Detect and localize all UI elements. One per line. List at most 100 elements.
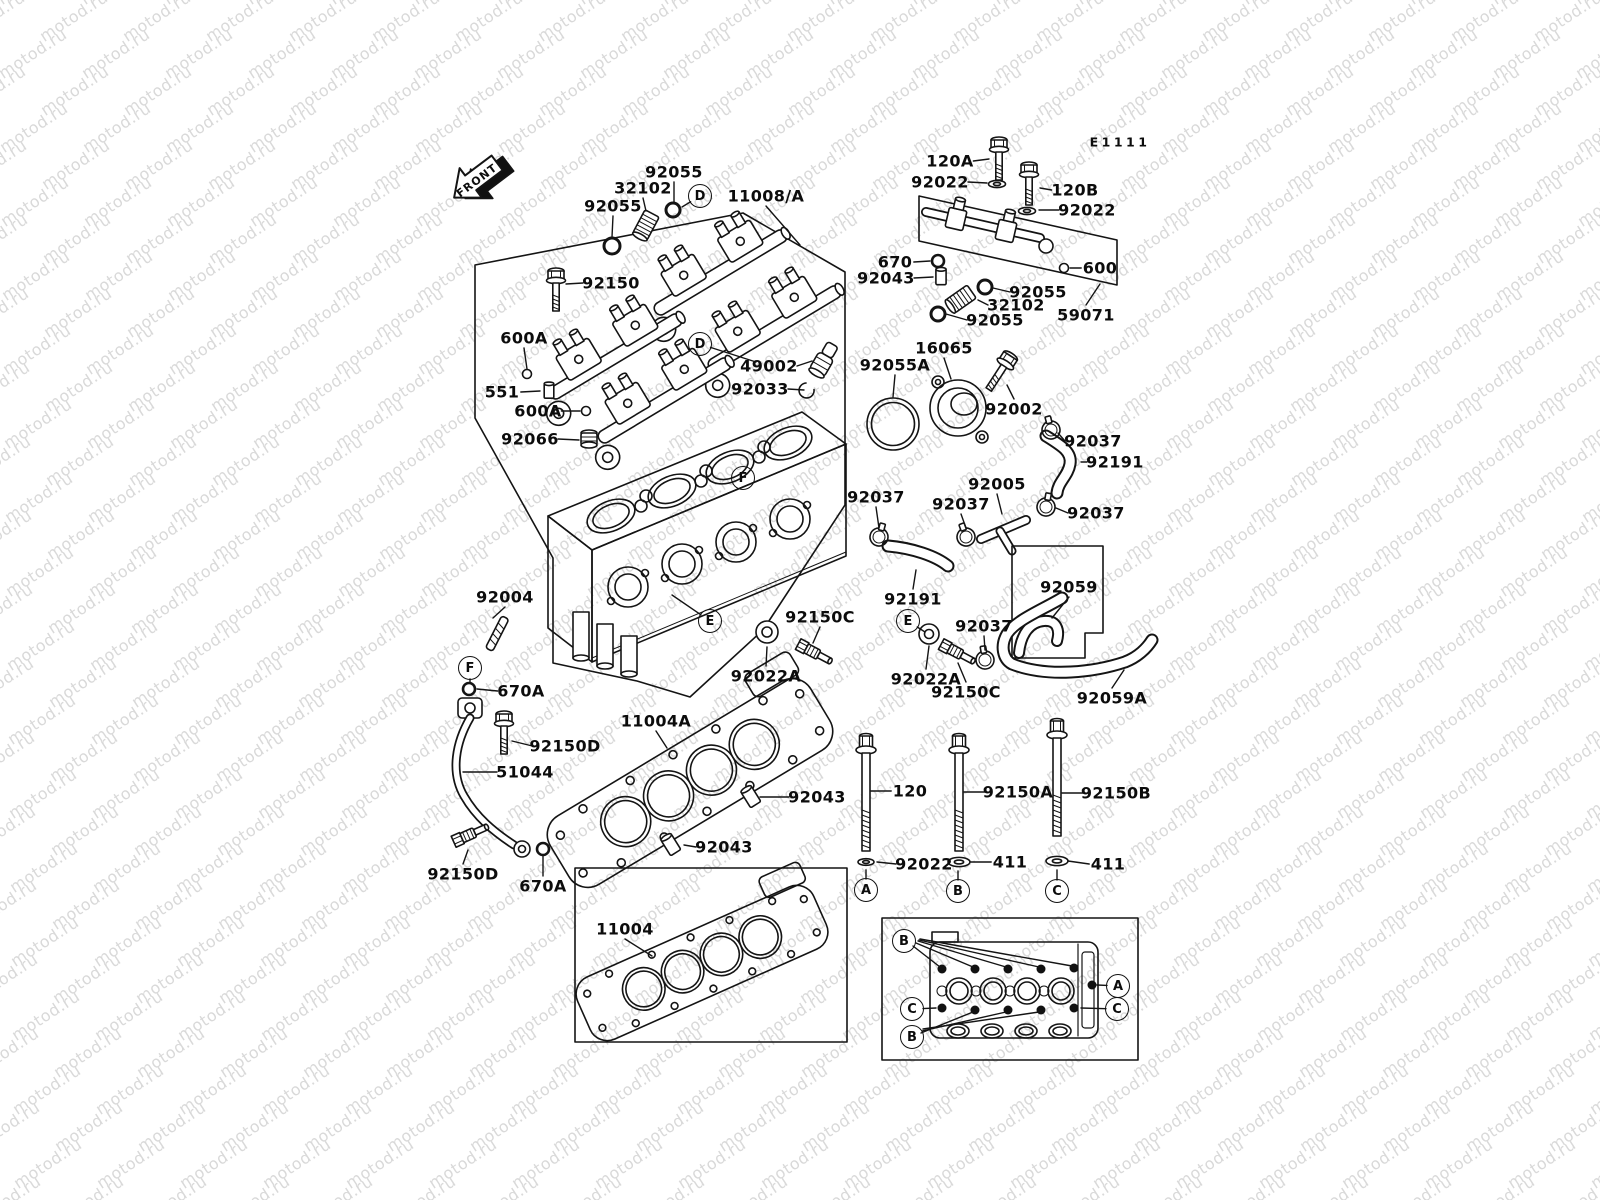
part-label-92055: 92055 [966,310,1024,330]
view-callout-a-6: A [854,878,878,902]
cap-92066 [581,430,597,448]
leader-line [917,627,925,632]
part-label-92043: 92043 [857,268,915,288]
part-label-670a: 670A [497,681,545,701]
leader-line [521,391,540,392]
leader-line [877,862,896,864]
leader-line [1081,1008,1106,1009]
leader-line [926,646,929,669]
leader-line [944,358,951,379]
leader-line [477,689,498,691]
part-label-32102: 32102 [987,295,1045,315]
view-callout-a-12: A [1106,974,1130,998]
leader-line [973,159,989,161]
leader-line [993,288,1010,292]
leader-line [919,940,1039,967]
part-label-600: 600 [1082,258,1118,278]
hose-92191-top [1046,436,1070,493]
part-label-92033: 92033 [731,379,789,399]
part-label-120b: 120B [1051,180,1099,200]
leader-line [1058,433,1065,441]
leader-line [918,941,1006,967]
part-label-551: 551 [484,382,520,402]
leader-line [766,647,767,666]
stud-92004 [485,616,508,652]
view-callout-e-3: E [698,609,722,633]
grommet-92022a-right [919,624,939,644]
t-fitting-92005 [981,520,1026,551]
part-label-49002: 49002 [740,356,798,376]
part-label-92037: 92037 [955,616,1013,636]
oring-92055a [867,398,919,450]
part-label-92043: 92043 [695,837,753,857]
leader-line [1056,508,1068,513]
part-label-92037: 92037 [1064,431,1122,451]
part-label-92059: 92059 [1040,577,1098,597]
leader-line [946,314,967,320]
clip-92033 [799,383,814,398]
view-callout-d-0: D [688,184,712,208]
leader-line [978,300,988,305]
part-label-92022a: 92022A [890,669,962,689]
leader-line [876,507,879,528]
part-label-11004: 11004 [596,919,654,939]
part-label-600a: 600A [514,401,562,421]
part-label-120: 120 [892,781,928,801]
leader-line [1068,861,1089,864]
part-label-92150b: 92150B [1080,783,1152,803]
part-label-92022: 92022 [1058,200,1116,220]
leader-line [463,850,468,864]
view-callout-f-4: F [458,656,482,680]
part-label-92002: 92002 [985,399,1043,419]
leader-line [512,741,532,746]
part-label-e1111: E1111 [1089,134,1151,150]
leader-line [958,663,966,682]
view-callout-c-10: C [900,997,924,1021]
oil-pipe-51044 [450,683,549,857]
leader-line [813,627,820,643]
part-label-92059a: 92059A [1076,688,1148,708]
part-label-600a: 600A [500,328,548,348]
pipe-59071-outline [919,196,1117,285]
leader-line [672,595,701,615]
part-label-59071: 59071 [1057,305,1115,325]
part-label-92150c: 92150C [931,682,1001,702]
part-label-92150c: 92150C [785,607,855,627]
view-callout-b-9: B [892,929,916,953]
part-label-92191: 92191 [1086,452,1144,472]
view-callout-c-13: C [1105,997,1129,1021]
leader-line [913,570,916,589]
gasket-box [575,868,847,1042]
leader-line [968,182,987,183]
water-fitting-16065 [930,376,988,443]
part-label-92191: 92191 [884,589,942,609]
leader-line [913,946,940,967]
leader-line [710,347,756,362]
leader-line [797,361,812,366]
leader-line [656,731,667,748]
part-label-92055: 92055 [1009,282,1067,302]
view-callout-f-2: F [731,466,755,490]
assembly-enclosure-outline [475,213,845,697]
oring-92055-b [666,203,680,217]
leader-line [788,389,804,390]
leader-line [1112,670,1124,688]
leader-line [914,277,933,278]
part-label-92022: 92022 [895,854,953,874]
leader-lines [463,159,1124,1033]
part-label-92055a: 92055A [859,355,931,375]
leader-line [493,607,505,618]
leader-line [558,439,579,440]
oring-92055a-inner [872,403,915,446]
leader-line [961,514,966,528]
leader-line [766,206,800,245]
part-label-11008-a: 11008/A [727,186,805,206]
part-label-32102: 32102 [614,178,672,198]
part-label-16065: 16065 [915,338,973,358]
part-label-92043: 92043 [788,787,846,807]
nozzle-49002 [808,340,841,380]
part-label-670a: 670A [519,876,567,896]
leader-line [893,375,895,397]
part-label-92150: 92150 [582,273,640,293]
